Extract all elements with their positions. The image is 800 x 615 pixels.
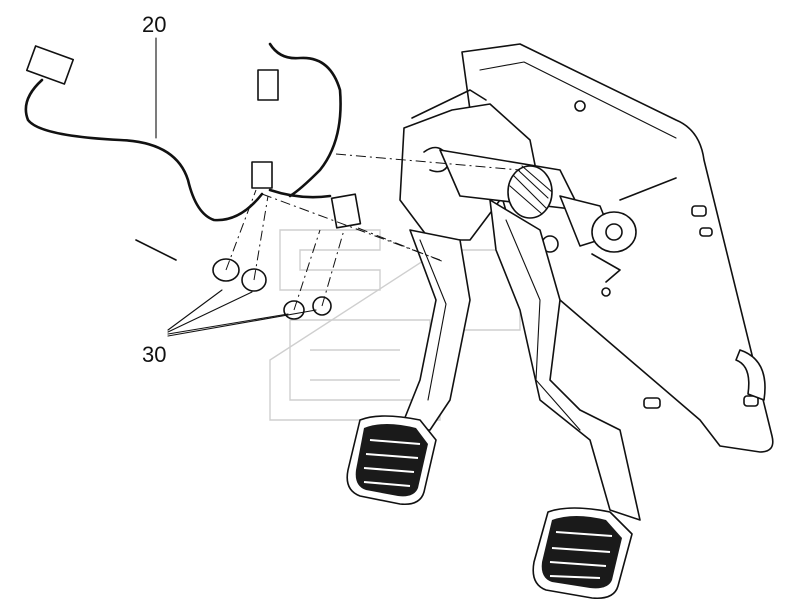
harness-connector [25,45,75,85]
clutch-pedal [346,229,471,506]
harness-clips [135,239,332,320]
plate-slot [743,395,759,407]
pivot-bracket [399,89,677,283]
callout-20-label: 20 [142,12,166,37]
harness-connector [330,193,362,229]
watermark-logo [269,229,521,421]
pedal-pad-tread [363,439,421,487]
plate-slot [643,397,661,409]
plate-hole [574,100,586,112]
plate-hole [601,287,611,297]
plate-slot [699,227,713,237]
alignment-lines [225,153,521,311]
callout-leaders [155,37,317,337]
harness-connector [257,69,279,101]
wiring-harness [24,42,362,229]
harness-connector [251,161,273,189]
brake-pedal [489,199,641,600]
callout-30-label: 30 [142,342,166,367]
cable-tie [135,239,177,261]
pedal-pad-tread [549,531,613,579]
plate-slot [691,205,707,217]
